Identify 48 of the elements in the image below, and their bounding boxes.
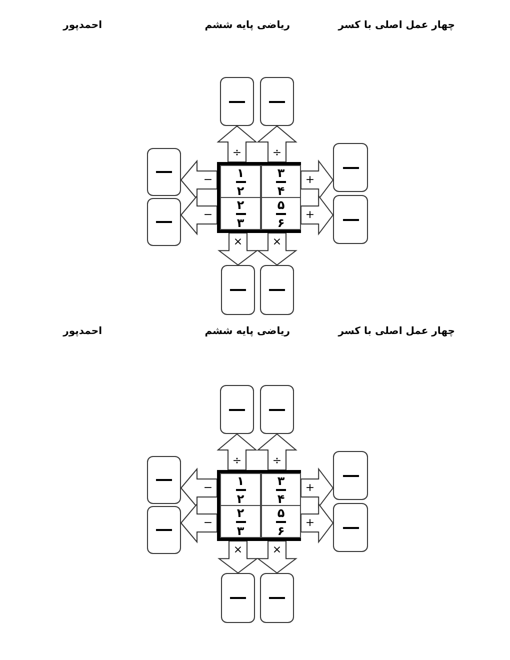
answer-box bbox=[333, 143, 368, 192]
numerator: ۳ bbox=[277, 166, 285, 178]
denominator: ۴ bbox=[277, 492, 285, 504]
denominator: ۳ bbox=[236, 216, 244, 228]
header-text: ریاضی پایه ششم bbox=[204, 20, 290, 32]
denominator: ۶ bbox=[277, 524, 285, 536]
answer-box bbox=[260, 77, 294, 126]
denominator: ۴ bbox=[277, 184, 285, 196]
answer-box bbox=[333, 451, 368, 500]
fraction-cell bbox=[220, 165, 261, 198]
header-text: احمدپور bbox=[63, 20, 102, 32]
answer-box bbox=[147, 456, 181, 504]
denominator: ۲ bbox=[236, 492, 244, 504]
answer-box bbox=[260, 573, 294, 623]
answer-box bbox=[333, 195, 368, 244]
fraction-cell bbox=[220, 197, 261, 230]
answer-box bbox=[221, 573, 255, 623]
fraction-cell bbox=[261, 505, 301, 538]
numerator: ۲ bbox=[236, 506, 244, 518]
numerator: ۱ bbox=[236, 166, 244, 178]
answer-box bbox=[147, 148, 181, 196]
answer-box bbox=[147, 506, 181, 554]
answer-box bbox=[147, 198, 181, 246]
fraction-cell bbox=[261, 197, 301, 230]
answer-box bbox=[260, 265, 294, 315]
numerator: ۵ bbox=[277, 198, 285, 210]
fraction-cell bbox=[220, 505, 261, 538]
answer-box bbox=[220, 385, 254, 434]
fraction-grid bbox=[217, 470, 301, 541]
fraction-cell bbox=[220, 473, 261, 506]
denominator: ۲ bbox=[236, 184, 244, 196]
answer-box bbox=[221, 265, 255, 315]
fraction-cell bbox=[261, 473, 301, 506]
header-text: چهار عمل اصلی با کسر bbox=[338, 326, 455, 338]
fraction-cell bbox=[261, 165, 301, 198]
numerator: ۱ bbox=[236, 474, 244, 486]
header-text: چهار عمل اصلی با کسر bbox=[338, 20, 455, 32]
denominator: ۳ bbox=[236, 524, 244, 536]
answer-box bbox=[260, 385, 294, 434]
fraction-grid bbox=[217, 162, 301, 233]
header-text: احمدپور bbox=[63, 326, 102, 338]
numerator: ۲ bbox=[236, 198, 244, 210]
header-text: ریاضی پایه ششم bbox=[204, 326, 290, 338]
answer-box bbox=[333, 503, 368, 552]
numerator: ۵ bbox=[277, 506, 285, 518]
numerator: ۳ bbox=[277, 474, 285, 486]
answer-box bbox=[220, 77, 254, 126]
denominator: ۶ bbox=[277, 216, 285, 228]
